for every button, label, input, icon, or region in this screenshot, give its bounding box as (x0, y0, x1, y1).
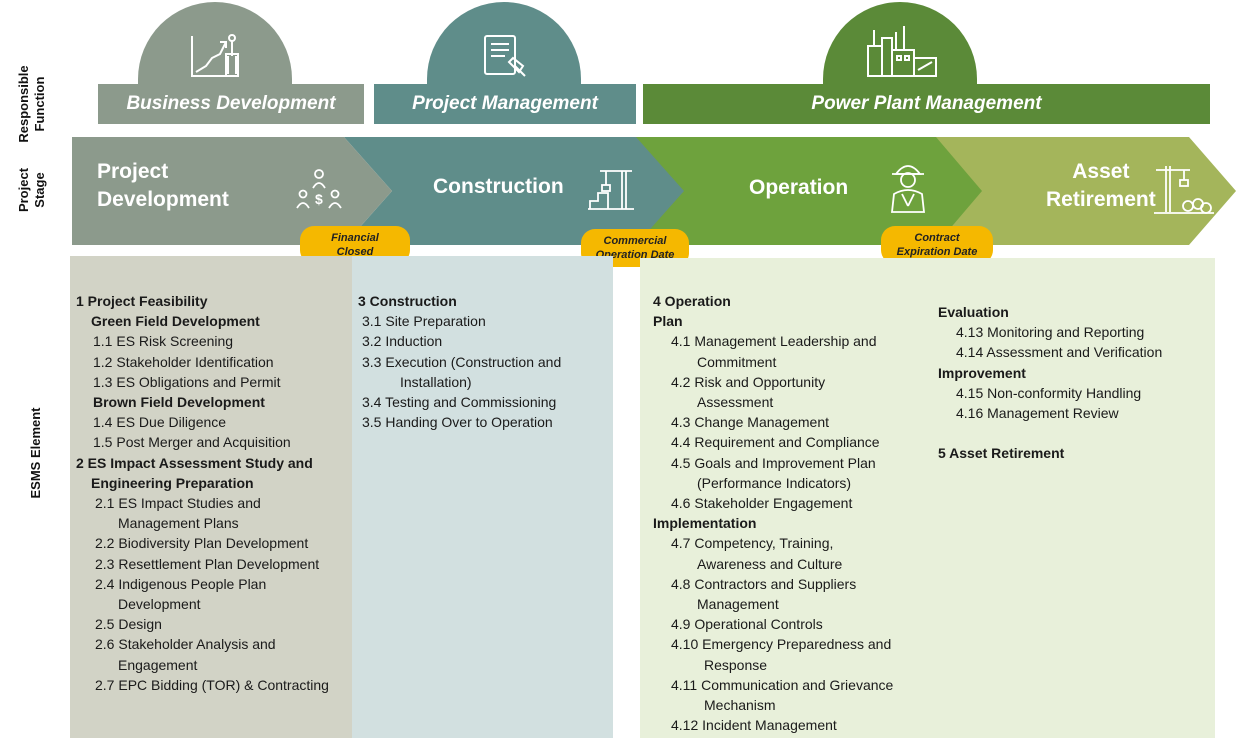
power-plant-icon (867, 26, 937, 77)
engineer-worker-icon (890, 165, 926, 213)
esms-item: 1.5 Post Merger and Acquisition (93, 434, 291, 451)
esms-item: Awareness and Culture (697, 555, 843, 572)
esms-item: 4.14 Assessment and Verification (956, 344, 1163, 361)
esms-item: 4 Operation (653, 293, 731, 309)
esms-item: 4.11 Communication and Grievance (671, 676, 894, 693)
esms-item: 1.1 ES Risk Screening (93, 333, 234, 350)
esms-item: Engagement (118, 656, 198, 673)
esms-item: 4.15 Non-conformity Handling (956, 384, 1142, 401)
esms-item: 2 ES Impact Assessment Study and (76, 454, 313, 471)
milestone-line: Closed (336, 246, 374, 258)
stage-line: Retirement (1046, 188, 1156, 211)
stage-construction: Construction (433, 175, 564, 198)
chevron-project-development (72, 137, 392, 245)
esms-item: 1.4 ES Due Diligence (93, 414, 227, 431)
esms-item: Commitment (697, 353, 777, 370)
stage-operation: Operation (749, 176, 849, 199)
esms-item: Green Field Development (91, 313, 260, 330)
stage-project-development: Project Development (97, 158, 229, 214)
chevron-asset-retirement (935, 137, 1236, 245)
panel-operation (640, 258, 1215, 738)
esms-item: 4.2 Risk and Opportunity (671, 373, 826, 390)
esms-item: 1.2 Stakeholder Identification (93, 353, 274, 370)
team-money-icon: $ (296, 169, 342, 209)
esms-item: 4.16 Management Review (956, 405, 1119, 422)
esms-item: 2.6 Stakeholder Analysis and (95, 636, 276, 653)
esms-item: Management (697, 596, 779, 613)
milestone-line: Financial (331, 232, 379, 244)
esms-item: 2.4 Indigenous People Plan (95, 575, 267, 592)
esms-item: 2.1 ES Impact Studies and (95, 495, 261, 512)
esms-column-construction: 3 Construction 3.1 Site Preparation 3.2 … (358, 291, 561, 432)
esms-item: Installation) (400, 373, 472, 390)
esms-item: 3.3 Execution (Construction and (362, 353, 562, 370)
esms-item: 4.1 Management Leadership and (671, 333, 877, 350)
stage-line: Project (97, 160, 169, 183)
esms-item: 4.13 Monitoring and Reporting (956, 324, 1145, 341)
esms-item: 2.3 Resettlement Plan Development (95, 555, 320, 572)
panel-construction (352, 256, 613, 738)
esms-item: 1.3 ES Obligations and Permit (93, 373, 281, 390)
esms-item: Assessment (697, 394, 774, 411)
esms-item: 3.2 Induction (362, 333, 443, 350)
esms-item: 2.5 Design (95, 616, 162, 633)
esms-item: 3.4 Testing and Commissioning (362, 394, 557, 411)
esms-item: 4.10 Emergency Preparedness and (671, 636, 892, 653)
esms-item: 3.5 Handing Over to Operation (362, 414, 553, 431)
esms-item: Response (704, 656, 768, 673)
esms-item: 2.7 EPC Bidding (TOR) & Contracting (95, 676, 329, 693)
esms-item: Evaluation (938, 304, 1009, 320)
esms-item: 4.4 Requirement and Compliance (671, 434, 880, 451)
esms-column-operation: 4 Operation Plan 4.1 Management Leadersh… (653, 291, 893, 735)
esms-item: 4.8 Contractors and Suppliers (671, 575, 857, 592)
esms-element-label: ESMS Element (28, 407, 43, 499)
esms-item: 3.1 Site Preparation (362, 313, 486, 330)
esms-item: Mechanism (704, 697, 776, 714)
esms-item: 4.9 Operational Controls (671, 616, 823, 633)
esms-column-business: 1 Project Feasibility Green Field Develo… (76, 291, 329, 695)
stage-line: Development (97, 188, 229, 211)
esms-item: 3 Construction (358, 293, 457, 309)
esms-item: (Performance Indicators) (697, 474, 852, 491)
milestone-contract-expiration-date: Contract Expiration Date (881, 226, 993, 264)
function-business-development: Business Development (98, 84, 364, 124)
esms-item: Improvement (938, 364, 1026, 381)
esms-item: Plan (653, 313, 683, 330)
chevron-operation (632, 137, 982, 245)
function-project-management: Project Management (374, 84, 636, 124)
panel-business-development (70, 256, 352, 738)
milestone-line: Contract (914, 232, 960, 244)
esms-item: Management Plans (118, 515, 239, 532)
svg-text:$: $ (315, 191, 323, 207)
esms-item: 1 Project Feasibility (76, 293, 208, 309)
project-document-icon (484, 35, 526, 77)
esms-item: Engineering Preparation (91, 474, 254, 491)
esms-item: 4.5 Goals and Improvement Plan (671, 454, 876, 471)
esms-item (938, 423, 1162, 443)
demolition-crane-icon (1154, 166, 1214, 214)
milestone-line: Commercial (603, 235, 667, 247)
esms-item: 4.12 Incident Management (671, 717, 837, 734)
stage-chevrons (72, 137, 1236, 245)
esms-item: Development (118, 596, 201, 613)
crane-building-icon (588, 170, 634, 210)
chevron-construction (344, 137, 684, 245)
growth-chart-icon (191, 34, 239, 77)
esms-item: 4.6 Stakeholder Engagement (671, 495, 853, 512)
milestone-line: Expiration Date (896, 246, 978, 258)
esms-item: 4.3 Change Management (671, 414, 829, 431)
stage-line: Asset (1072, 160, 1130, 183)
esms-item: Brown Field Development (93, 394, 265, 411)
esms-item: 5 Asset Retirement (938, 445, 1065, 462)
stage-asset-retirement: Asset Retirement (1046, 158, 1156, 214)
function-power-plant-management: Power Plant Management (643, 84, 1210, 124)
esms-item: 2.2 Biodiversity Plan Development (95, 535, 309, 552)
esms-column-evaluation: Evaluation 4.13 Monitoring and Reporting… (938, 302, 1162, 463)
esms-item: 4.7 Competency, Training, (671, 535, 834, 552)
esms-item: Implementation (653, 515, 757, 532)
